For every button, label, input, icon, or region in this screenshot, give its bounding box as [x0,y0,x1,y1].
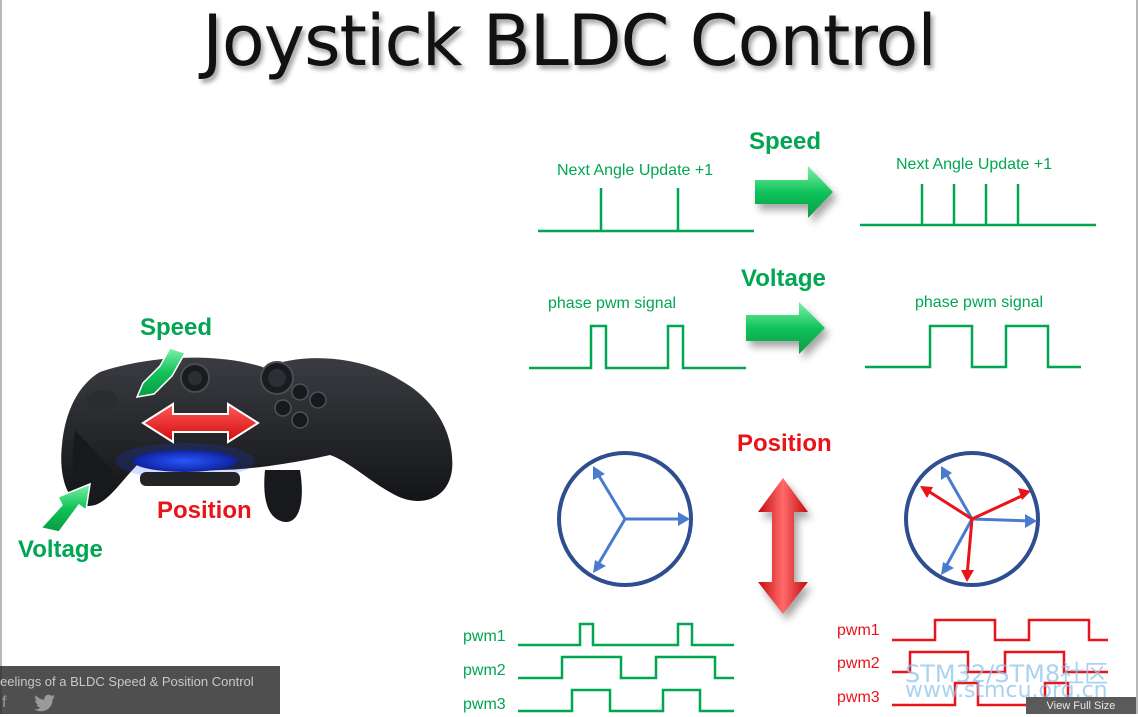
caption-text: eelings of a BLDC Speed & Position Contr… [0,674,254,689]
game-controller [61,357,453,523]
motor-vector-right [904,451,1040,587]
voltage-label: Voltage [741,265,826,292]
pwm1-left-label: pwm1 [463,628,506,645]
pwm2-right-label: pwm2 [837,655,880,672]
speed-arrow-icon [755,166,833,218]
frame-left [0,0,2,714]
next-angle-right-label: Next Angle Update +1 [896,156,1053,173]
pad-position-label: Position [157,497,252,524]
speed-stick-arrow-icon [135,347,187,398]
pad-speed-label: Speed [140,314,213,341]
phase-pwm-right-label: phase pwm signal [915,294,1044,311]
voltage-trigger-arrow-icon [39,482,91,533]
pwm-waves-right [892,618,1108,707]
phase-pwm-left-label: phase pwm signal [548,295,677,312]
twitter-icon[interactable] [34,694,56,717]
speed-label: Speed [749,128,822,155]
pwm-waves-left [518,622,734,713]
frame-right [1136,0,1138,714]
position-double-arrow-icon [758,478,808,614]
next-angle-left-label: Next Angle Update +1 [557,162,714,179]
motor-vector-left [557,451,693,587]
watermark-line1: STM32/STM8社区 [905,660,1109,688]
voltage-arrow-icon [746,302,825,354]
pwm2-left-label: pwm2 [463,662,506,679]
pwm3-left-label: pwm3 [463,696,506,713]
pad-voltage-label: Voltage [18,536,103,563]
phase-pwm-right-wave [865,324,1081,369]
view-full-size-button[interactable]: View Full Size [1026,697,1136,714]
speed-waveform-right [860,184,1096,227]
speed-waveform-left [538,188,754,233]
position-horizontal-arrow-icon [141,402,260,444]
pwm3-right-label: pwm3 [837,689,880,706]
facebook-icon[interactable]: f [2,694,7,711]
phase-pwm-left-wave [529,324,746,370]
slide-title: Joystick BLDC Control [202,0,937,82]
position-label: Position [737,430,832,457]
pwm1-right-label: pwm1 [837,622,880,639]
